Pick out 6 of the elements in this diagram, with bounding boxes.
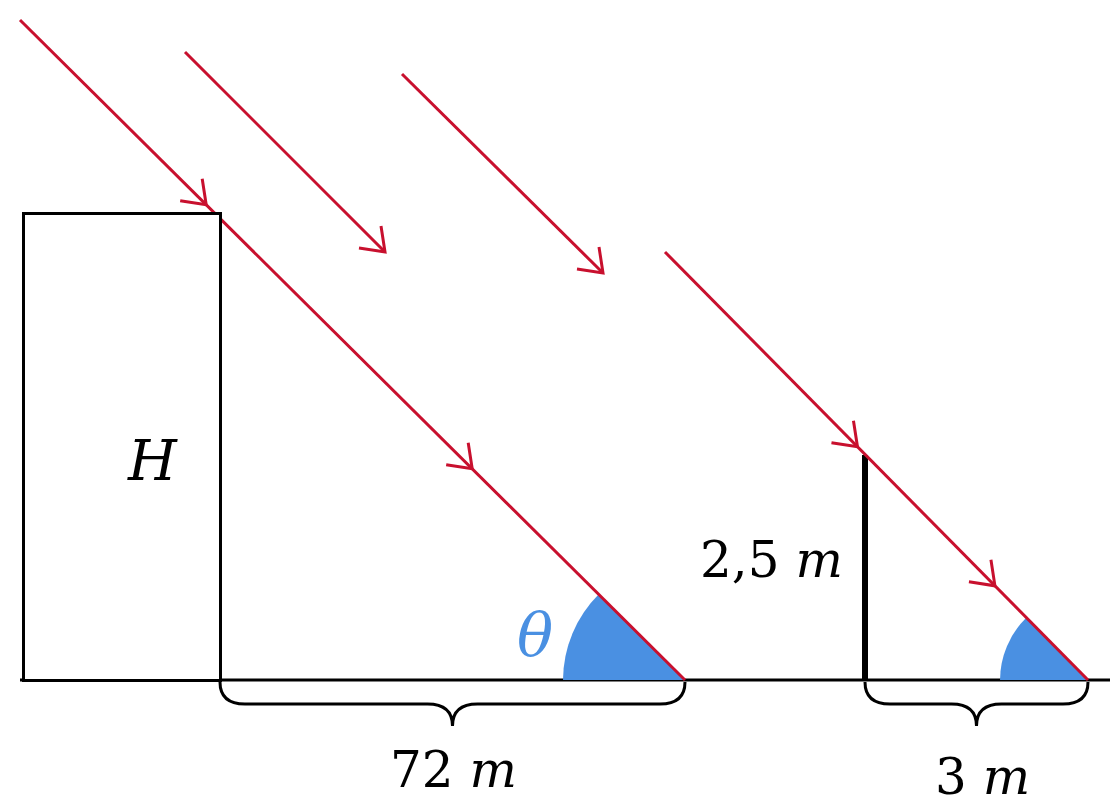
dimension-label: 2,5 m — [700, 535, 843, 585]
dimension-label: 3 m — [935, 752, 1031, 802]
height-label: H — [128, 433, 177, 489]
dimension-label: 72 m — [390, 745, 517, 795]
building-rectangle — [22, 212, 222, 682]
angle-label: θ — [517, 605, 554, 665]
